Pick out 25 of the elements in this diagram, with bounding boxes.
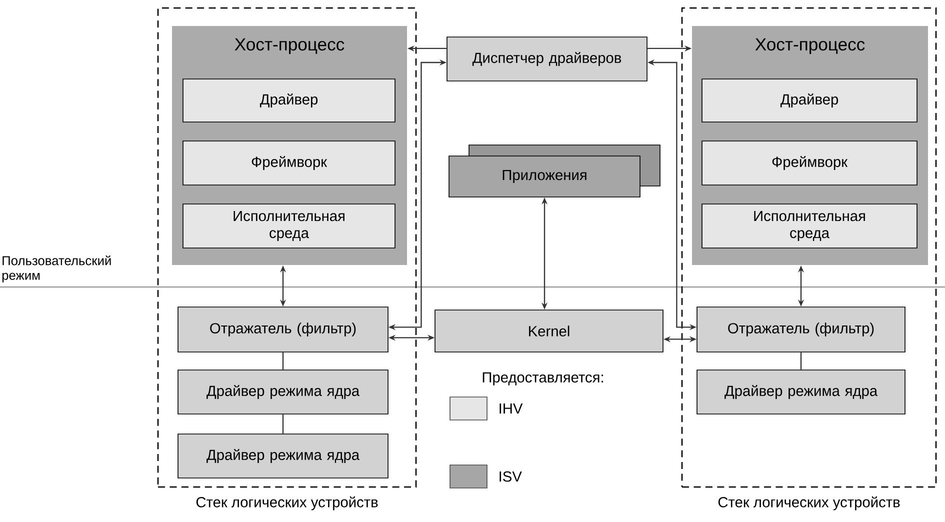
component-box: Отражатель (фильтр) [178, 306, 388, 352]
component-box: Фреймворк [702, 140, 918, 186]
component-box: Драйвер [702, 78, 918, 122]
component-box: Драйвер [182, 78, 396, 122]
legend-label: IHV [500, 403, 523, 414]
component-box: Исполнительная среда [702, 204, 918, 248]
dashed-group-box [681, 7, 937, 488]
legend-label: ISV [500, 471, 522, 482]
group-caption: Стек логических устройств [196, 496, 378, 510]
group-caption: Стек логических устройств [718, 496, 900, 510]
component-box: Фреймворк [182, 140, 396, 186]
component-box: Диспетчер драйверов [446, 36, 648, 82]
connector-line [282, 352, 284, 370]
note-text: Пользовательский режим [2, 256, 111, 282]
component-box: Драйвер режима ядра [178, 434, 388, 478]
stacked-box: Приложения [448, 144, 660, 198]
connector-line [282, 414, 284, 434]
component-box: Отражатель (фильтр) [696, 306, 906, 352]
note-text: Предоставляется: [482, 372, 603, 386]
dashed-group-box [157, 7, 417, 488]
component-box: Kernel [434, 310, 664, 352]
component-box: Исполнительная среда [182, 204, 396, 248]
connector-line [800, 352, 802, 370]
component-box: Драйвер режима ядра [178, 370, 388, 414]
component-box: Драйвер режима ядра [696, 370, 906, 414]
